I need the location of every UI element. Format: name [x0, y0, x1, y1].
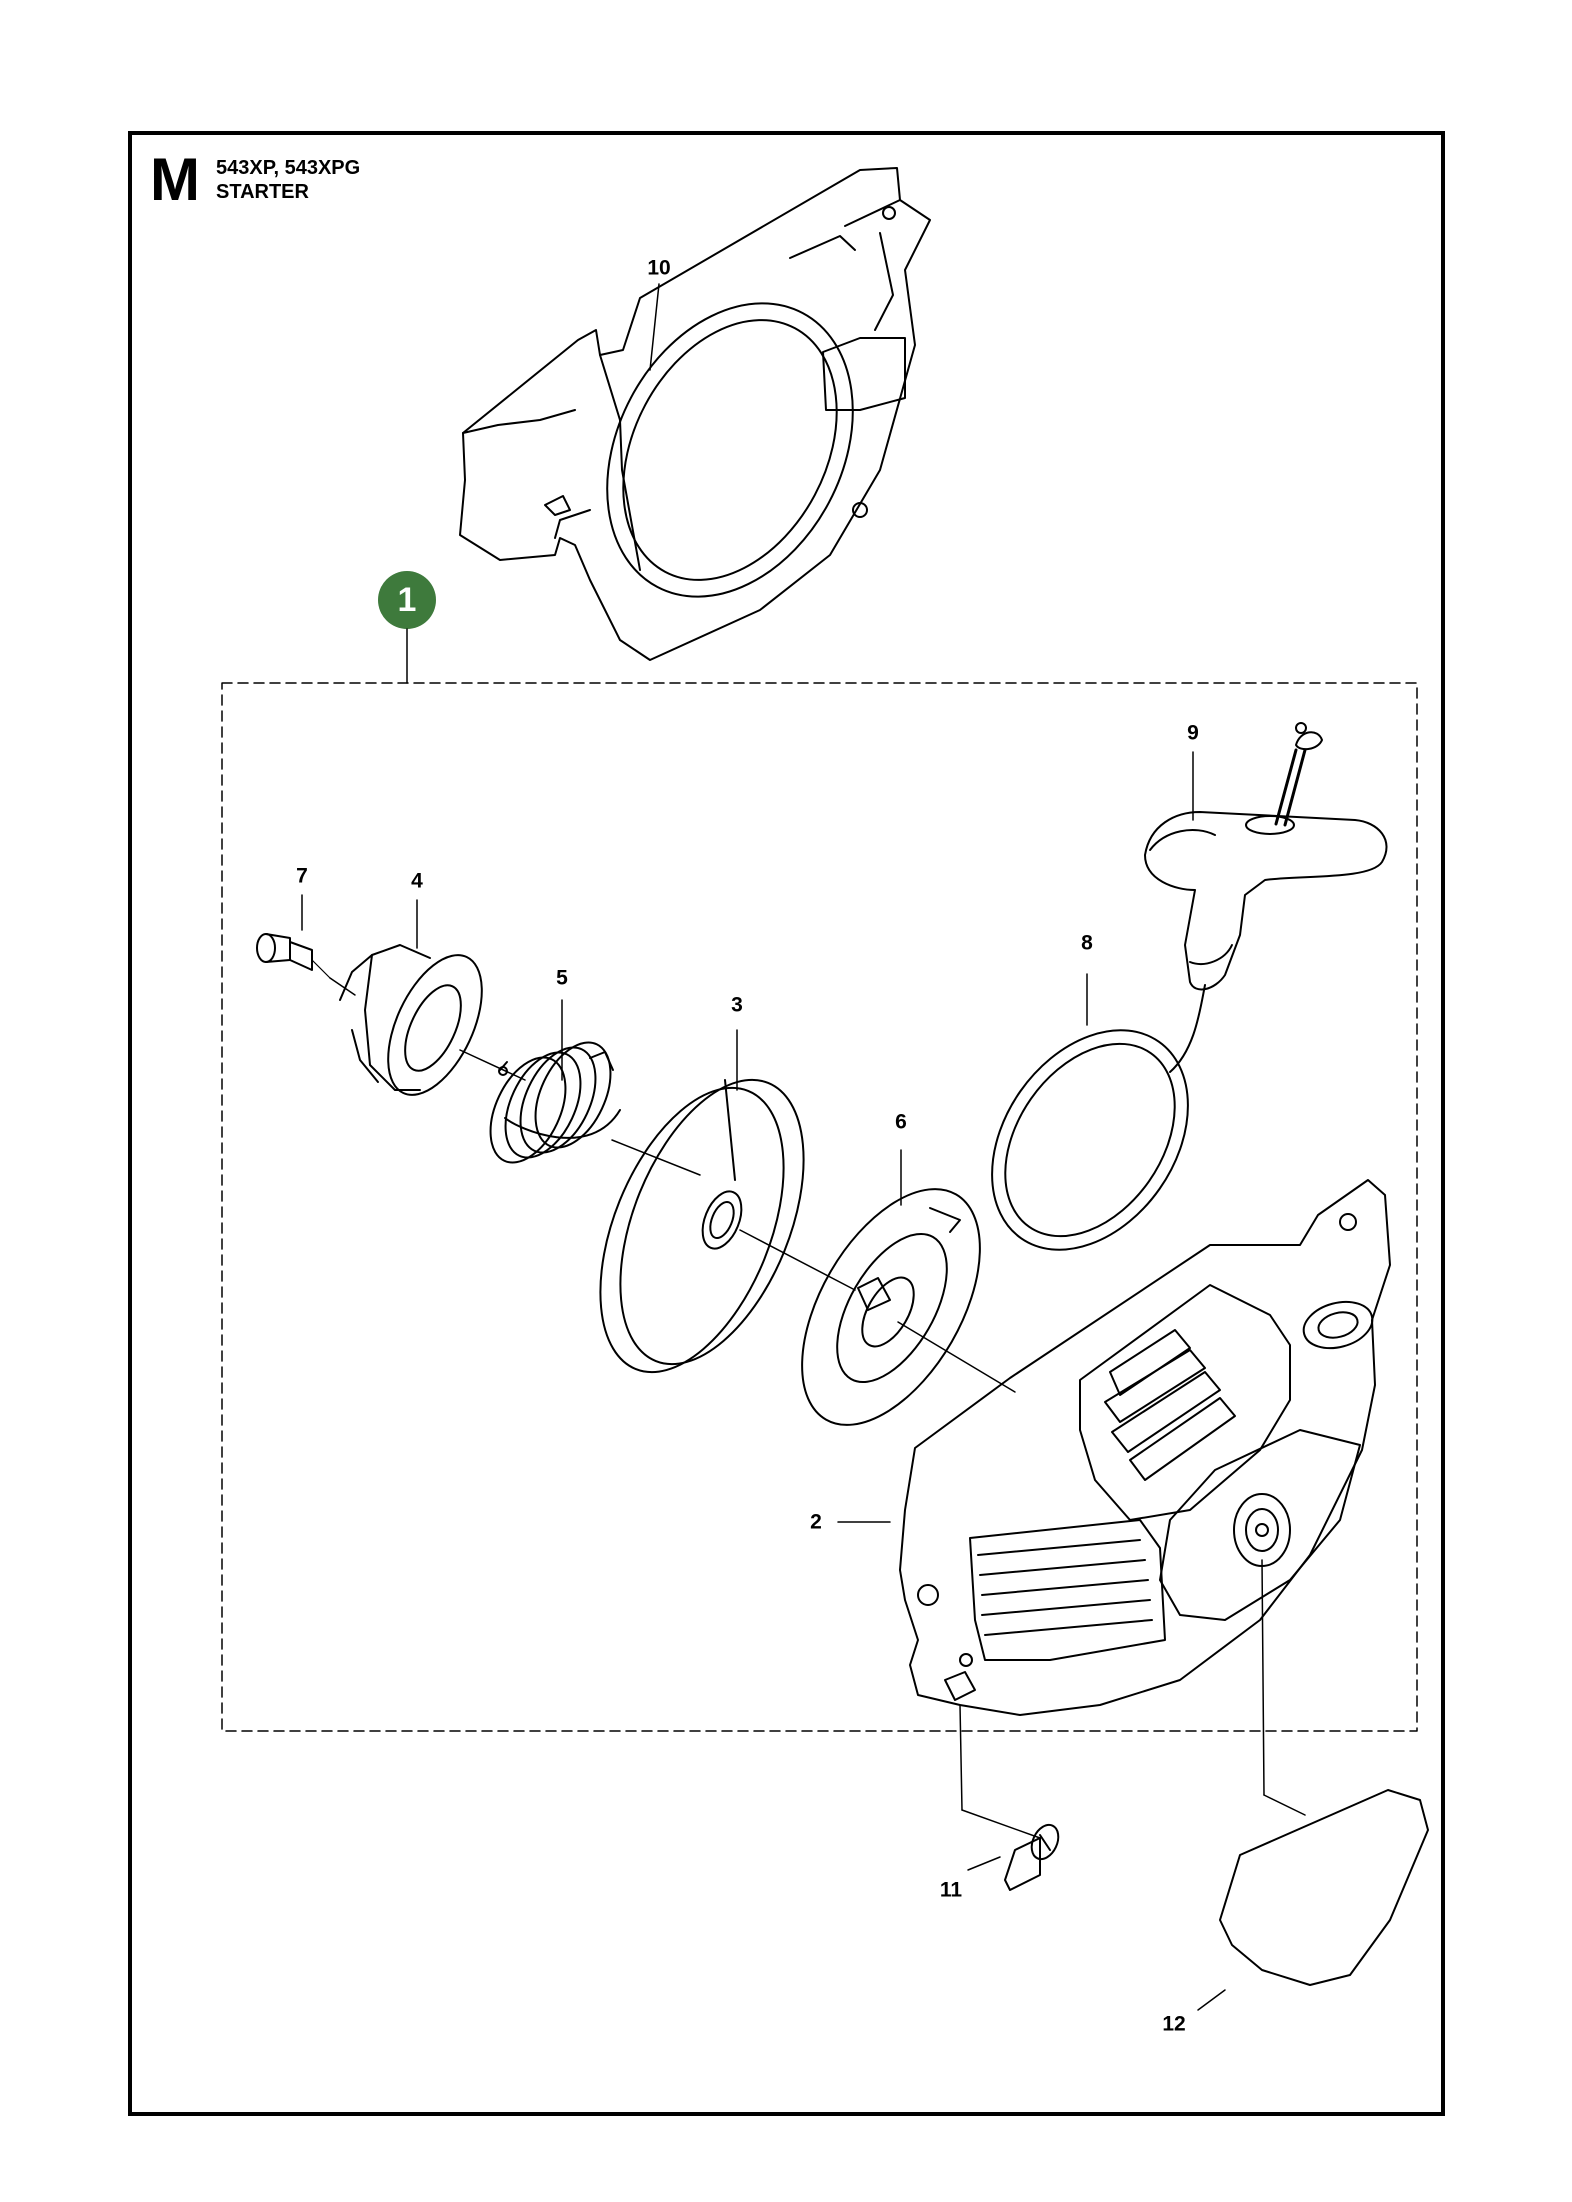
part-2-cover: [899, 1179, 1391, 1716]
callout-10[interactable]: 10: [647, 256, 671, 280]
callout-2[interactable]: 2: [810, 1510, 822, 1534]
part-10-housing: [459, 167, 931, 661]
group-1-badge[interactable]: 1: [378, 571, 436, 629]
part-9-handle: [1144, 722, 1388, 991]
diagram-title: STARTER: [216, 181, 309, 203]
callout-12[interactable]: 12: [1162, 2012, 1186, 2036]
part-8-rope: [991, 984, 1206, 1251]
callout-8[interactable]: 8: [1081, 931, 1093, 955]
callout-3[interactable]: 3: [731, 993, 743, 1017]
diagram-frame: [128, 131, 1445, 2116]
callout-leaders: [301, 283, 1306, 2011]
callout-6[interactable]: 6: [895, 1110, 907, 1134]
callout-5[interactable]: 5: [556, 966, 568, 990]
part-3-pulley: [599, 1078, 805, 1374]
callout-9[interactable]: 9: [1187, 721, 1199, 745]
part-11-screw: [1004, 1823, 1060, 1891]
part-7-screw: [256, 933, 331, 979]
model-names: 543XP, 543XPG: [216, 157, 361, 179]
part-6-pawl-plate: [801, 1188, 981, 1426]
section-letter: M: [150, 146, 200, 213]
part-5-spring: [489, 1041, 621, 1164]
callout-11[interactable]: 11: [939, 1878, 963, 1902]
group-1-boundary: [221, 682, 1418, 1732]
part-12-decal: [1219, 1789, 1429, 1986]
callout-4[interactable]: 4: [411, 869, 423, 893]
part-4-hub: [339, 944, 483, 1096]
callout-7[interactable]: 7: [296, 864, 308, 888]
